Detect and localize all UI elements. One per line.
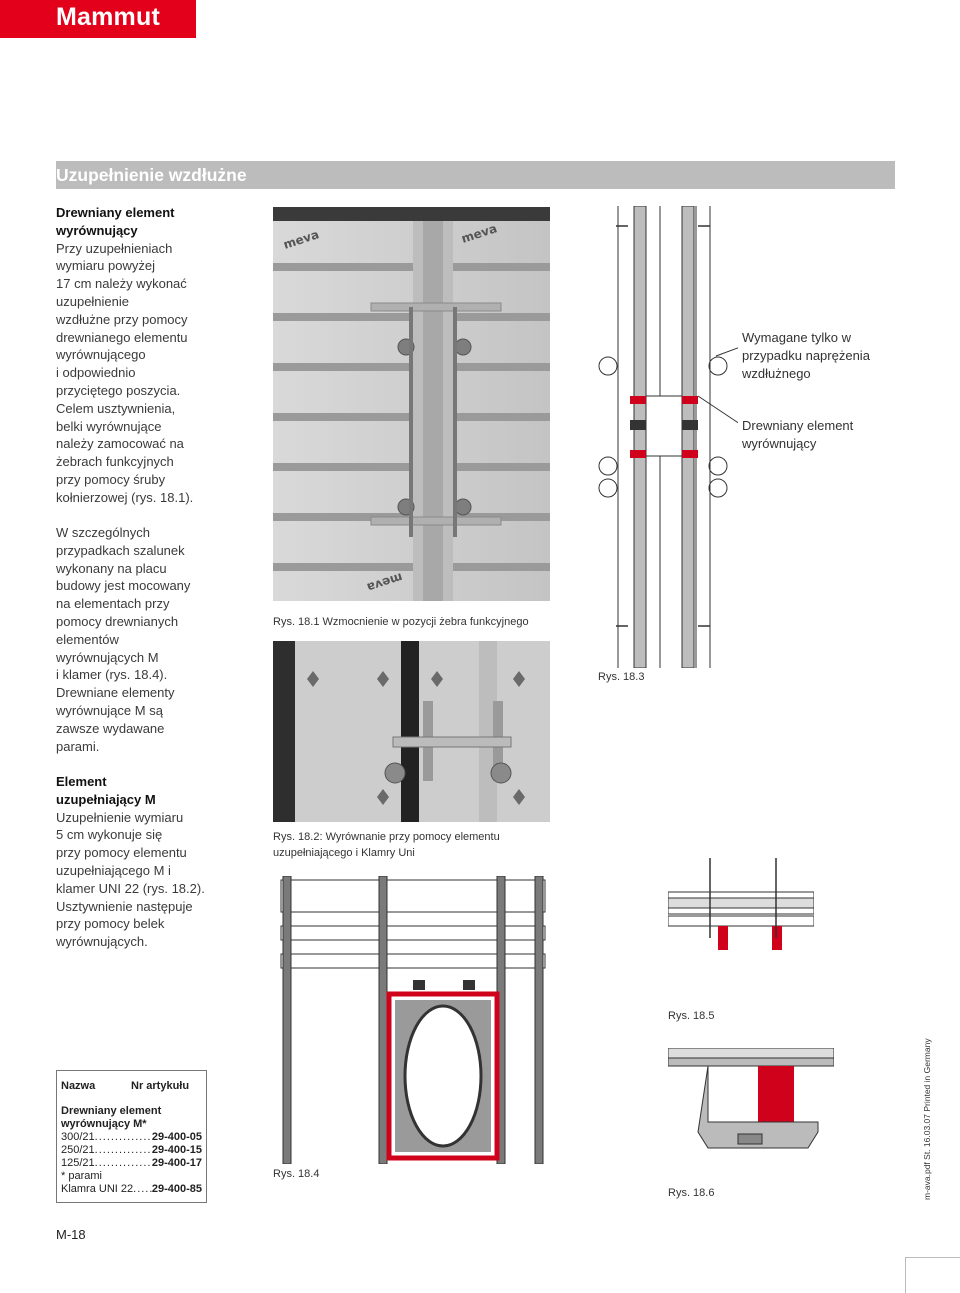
caption-fig-18-6: Rys. 18.6 [668, 1187, 715, 1199]
block-body: W szczególnych przypadkach szalunek wyko… [56, 525, 191, 754]
section-title: Uzupełnienie wzdłużne [56, 165, 247, 185]
row-article: 29-400-15 [151, 1144, 202, 1156]
col-name: Nazwa [61, 1080, 96, 1092]
parts-table-header: Nazwa Nr artykułu [61, 1080, 202, 1093]
block-body: Przy uzupełnieniach wymiaru powyżej 17 c… [56, 240, 194, 505]
footnote: * parami [61, 1170, 102, 1182]
corner-mark [905, 1257, 960, 1293]
brand-logo: Mammut [0, 0, 196, 38]
caption-fig-18-5: Rys. 18.5 [668, 1010, 715, 1022]
table-row: 250/21 29-400-15 [61, 1144, 202, 1157]
row-article: 29-400-17 [151, 1157, 202, 1169]
caption-fig-18-3: Rys. 18.3 [598, 671, 645, 683]
drawing-fig-18-4 [273, 875, 553, 1165]
drawing-fig-18-6 [667, 1047, 835, 1174]
row-size: 300/21 [61, 1131, 95, 1143]
page-number: M-18 [56, 1227, 86, 1242]
table-row: Klamra UNI 22 29-400-85 [61, 1183, 202, 1196]
row-article: 29-400-85 [151, 1183, 202, 1195]
caption-fig-18-1: Rys. 18.1 Wzmocnienie w pozycji żebra fu… [273, 616, 529, 628]
caption-fig-18-4: Rys. 18.4 [273, 1168, 320, 1180]
callout-timber: Drewniany element wyrównujący [742, 418, 854, 451]
footer-vertical-note: m-ava.pdf St. 16.03.07 Printed in German… [922, 1038, 932, 1200]
block-heading: Drewniany element wyrównujący [56, 205, 175, 238]
text-block-special-cases: W szczególnych przypadkach szalunek wyko… [56, 524, 221, 755]
row-size: 250/21 [61, 1144, 95, 1156]
table-row: 125/21 29-400-17 [61, 1157, 202, 1170]
col-article: Nr artykułu [131, 1080, 190, 1092]
table-row: 300/21 29-400-05 [61, 1131, 202, 1144]
text-block-filler-m: Element uzupełniający M Uzupełnienie wym… [56, 773, 221, 951]
callout-tension: Wymagane tylko w przypadku naprężenia wz… [742, 330, 870, 381]
photo-fig-18-1: meva meva meva [273, 207, 550, 601]
item-title: Drewniany element wyrównujący M* [61, 1105, 162, 1130]
brand-name: Mammut [56, 3, 160, 31]
block-body: Uzupełnienie wymiaru 5 cm wykonuje się p… [56, 809, 205, 950]
caption-fig-18-2: Rys. 18.2: Wyrównanie przy pomocy elemen… [273, 831, 500, 859]
row-article: 29-400-05 [151, 1131, 202, 1143]
section-header: Uzupełnienie wzdłużne [56, 161, 895, 189]
text-block-timber-element: Drewniany element wyrównujący Przy uzupe… [56, 204, 221, 507]
row-size: Klamra UNI 22 [61, 1183, 134, 1195]
row-size: 125/21 [61, 1157, 95, 1169]
photo-fig-18-2 [273, 641, 550, 822]
drawing-fig-18-3 [598, 205, 744, 669]
block-heading: Element uzupełniający M [56, 774, 156, 807]
drawing-fig-18-5 [667, 858, 815, 1010]
parts-table: Nazwa Nr artykułu Drewniany element wyró… [56, 1070, 207, 1203]
